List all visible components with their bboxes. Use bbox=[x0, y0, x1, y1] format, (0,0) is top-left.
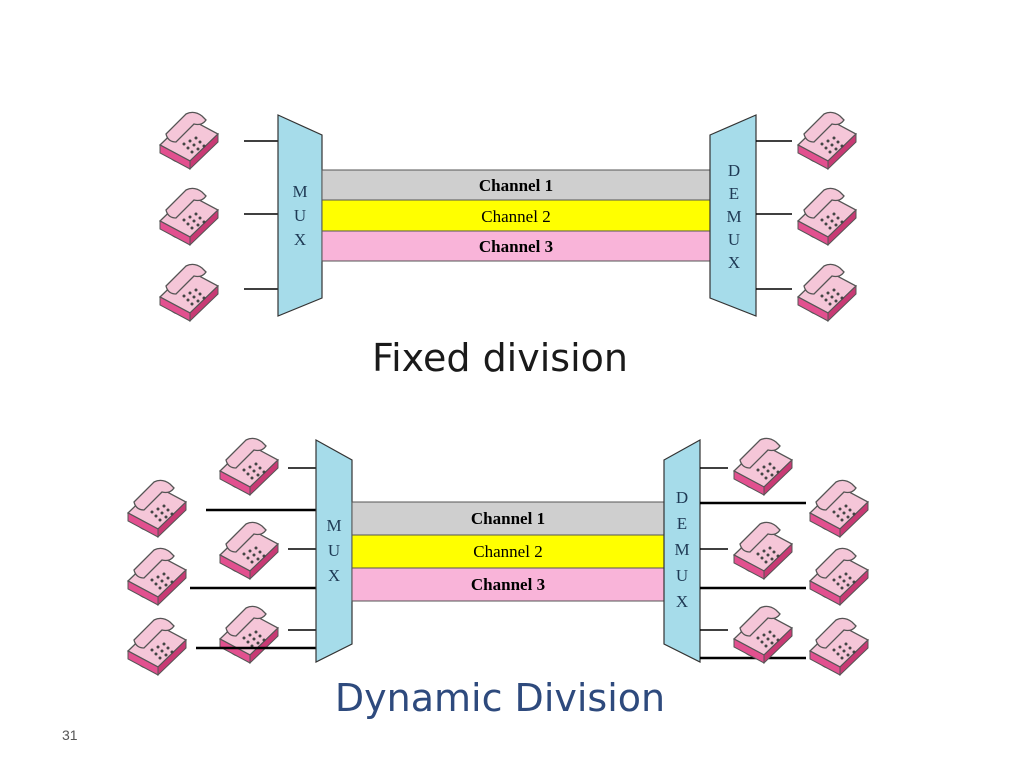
telephone-icon bbox=[219, 521, 279, 580]
demux-block bbox=[709, 114, 757, 317]
channel-label: Channel 2 bbox=[481, 207, 550, 226]
mux-letter: X bbox=[294, 230, 306, 249]
demux-letter: M bbox=[726, 207, 741, 226]
channel-label: Channel 2 bbox=[473, 542, 542, 561]
channel-label: Channel 1 bbox=[479, 176, 553, 195]
mux-letter: M bbox=[292, 182, 307, 201]
telephone-icon bbox=[797, 111, 857, 170]
channel-label: Channel 3 bbox=[479, 237, 553, 256]
demux-letter: D bbox=[728, 161, 740, 180]
telephone-icon bbox=[733, 437, 793, 496]
mux-letter: M bbox=[326, 516, 341, 535]
telephone-icon bbox=[809, 547, 869, 606]
telephone-icon bbox=[809, 479, 869, 538]
demux-letter: X bbox=[728, 253, 740, 272]
telephone-icon bbox=[797, 263, 857, 322]
mux-letter: X bbox=[328, 566, 340, 585]
demux-letter: E bbox=[677, 514, 687, 533]
telephone-icon bbox=[809, 617, 869, 676]
telephone-icon bbox=[127, 479, 187, 538]
demux-block bbox=[663, 438, 701, 663]
channel-band bbox=[321, 230, 711, 262]
channel-label: Channel 3 bbox=[471, 575, 545, 594]
page-number: 31 bbox=[62, 727, 78, 743]
telephone-icon bbox=[219, 605, 279, 664]
telephone-icon bbox=[127, 617, 187, 676]
mux-letter: U bbox=[328, 541, 340, 560]
telephone-icon bbox=[159, 111, 219, 170]
demux-letter: U bbox=[676, 566, 688, 585]
demux-letter: X bbox=[676, 592, 688, 611]
telephone-icon bbox=[159, 187, 219, 246]
demux-letter: D bbox=[676, 488, 688, 507]
demux-letter: E bbox=[729, 184, 739, 203]
telephone-icon bbox=[127, 547, 187, 606]
telephone-icon bbox=[159, 263, 219, 322]
mux-block bbox=[315, 438, 353, 663]
telephone-icon bbox=[219, 437, 279, 496]
demux-letter: M bbox=[674, 540, 689, 559]
demux-letter: U bbox=[728, 230, 740, 249]
fixed-division-diagram: M U X Channel 1 Channel 2 Channel 3 D E … bbox=[159, 111, 857, 322]
mux-block bbox=[277, 114, 323, 317]
channel-label: Channel 1 bbox=[471, 509, 545, 528]
channel-band bbox=[351, 567, 665, 602]
dynamic-division-caption: Dynamic Division bbox=[334, 676, 666, 720]
dynamic-division-diagram: M U X Channel 1 Channel 2 Channel 3 D E … bbox=[127, 437, 869, 676]
telephone-icon bbox=[733, 605, 793, 664]
telephone-icon bbox=[797, 187, 857, 246]
channel-band bbox=[321, 169, 711, 201]
telephone-icon bbox=[733, 521, 793, 580]
mux-letter: U bbox=[294, 206, 306, 225]
fixed-division-caption: Fixed division bbox=[372, 336, 628, 380]
